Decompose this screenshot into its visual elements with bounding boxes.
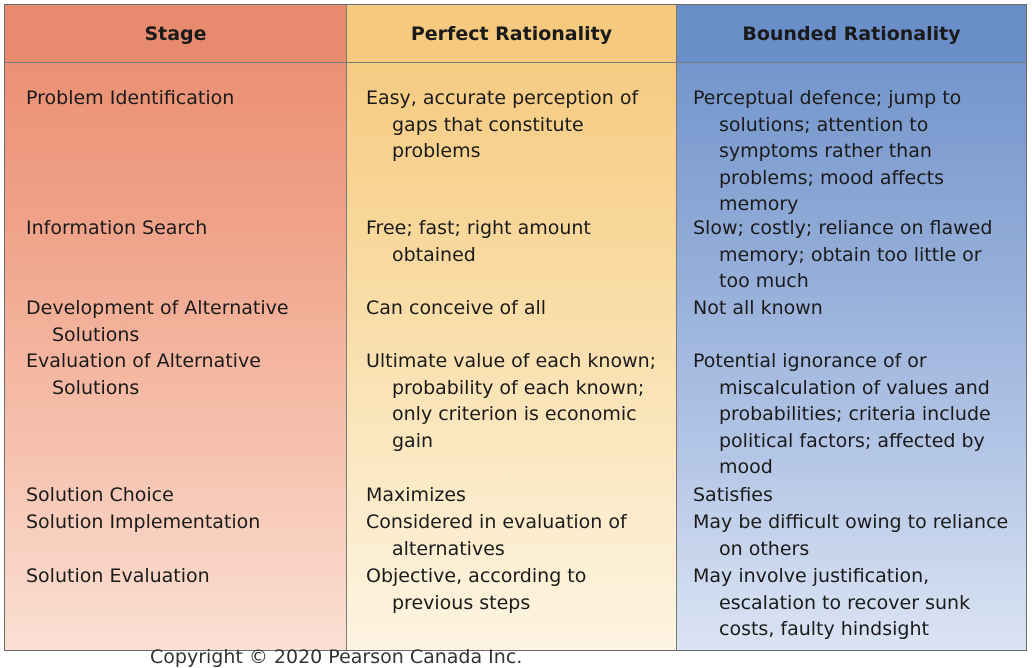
stage-cell-solution-choice: Solution Choice <box>26 484 174 506</box>
bounded-cell-development-of-alternatives: Not all known <box>693 297 823 319</box>
bounded-cell-problem-identification: Perceptual defence; jump to solutions; a… <box>693 87 962 215</box>
stage-cell-evaluation-of-alternatives: Evaluation of Alternative Solutions <box>26 350 261 399</box>
perfect-cell-evaluation-of-alternatives: Ultimate value of each known; probabilit… <box>366 350 657 452</box>
perfect-cell-problem-identification: Easy, accurate perception of gaps that c… <box>366 87 639 162</box>
perfect-rationality-header: Perfect Rationality <box>347 5 676 63</box>
bounded-cell-solution-implementation: May be difficult owing to reliance on ot… <box>693 511 1009 560</box>
stage-header: Stage <box>5 5 346 63</box>
stage-header-label: Stage <box>144 22 207 45</box>
stage-column: Stage Problem Identification Information… <box>5 5 347 650</box>
perfect-cell-information-search: Free; fast; right amount obtained <box>366 217 591 266</box>
perfect-cell-development-of-alternatives: Can conceive of all <box>366 297 547 319</box>
bounded-rationality-header-label: Bounded Rationality <box>742 22 961 45</box>
perfect-rationality-header-label: Perfect Rationality <box>410 22 613 45</box>
stage-cell-information-search: Information Search <box>26 217 208 239</box>
stage-cell-solution-implementation: Solution Implementation <box>26 511 261 533</box>
stage-cell-solution-evaluation: Solution Evaluation <box>26 565 210 587</box>
rationality-comparison-table: Stage Problem Identification Information… <box>4 4 1027 651</box>
perfect-cell-solution-implementation: Considered in evaluation of alternatives <box>366 511 627 560</box>
bounded-cell-solution-evaluation: May involve justification, escalation to… <box>693 565 971 640</box>
bounded-rationality-header: Bounded Rationality <box>677 5 1026 63</box>
perfect-cell-solution-choice: Maximizes <box>366 484 466 506</box>
copyright-notice: Copyright © 2020 Pearson Canada Inc. <box>150 646 522 668</box>
bounded-cell-evaluation-of-alternatives: Potential ignorance of or miscalculation… <box>693 350 991 478</box>
bounded-cell-information-search: Slow; costly; reliance on flawed memory;… <box>693 217 993 292</box>
perfect-rationality-column: Perfect Rationality Easy, accurate perce… <box>347 5 677 650</box>
stage-cell-problem-identification: Problem Identification <box>26 87 235 109</box>
bounded-cell-solution-choice: Satisfies <box>693 484 773 506</box>
stage-cell-development-of-alternatives: Development of Alternative Solutions <box>26 297 289 346</box>
perfect-cell-solution-evaluation: Objective, according to previous steps <box>366 565 587 614</box>
copyright-text: Copyright © 2020 Pearson Canada Inc. <box>150 646 523 668</box>
bounded-rationality-column: Bounded Rationality Perceptual defence; … <box>677 5 1026 650</box>
